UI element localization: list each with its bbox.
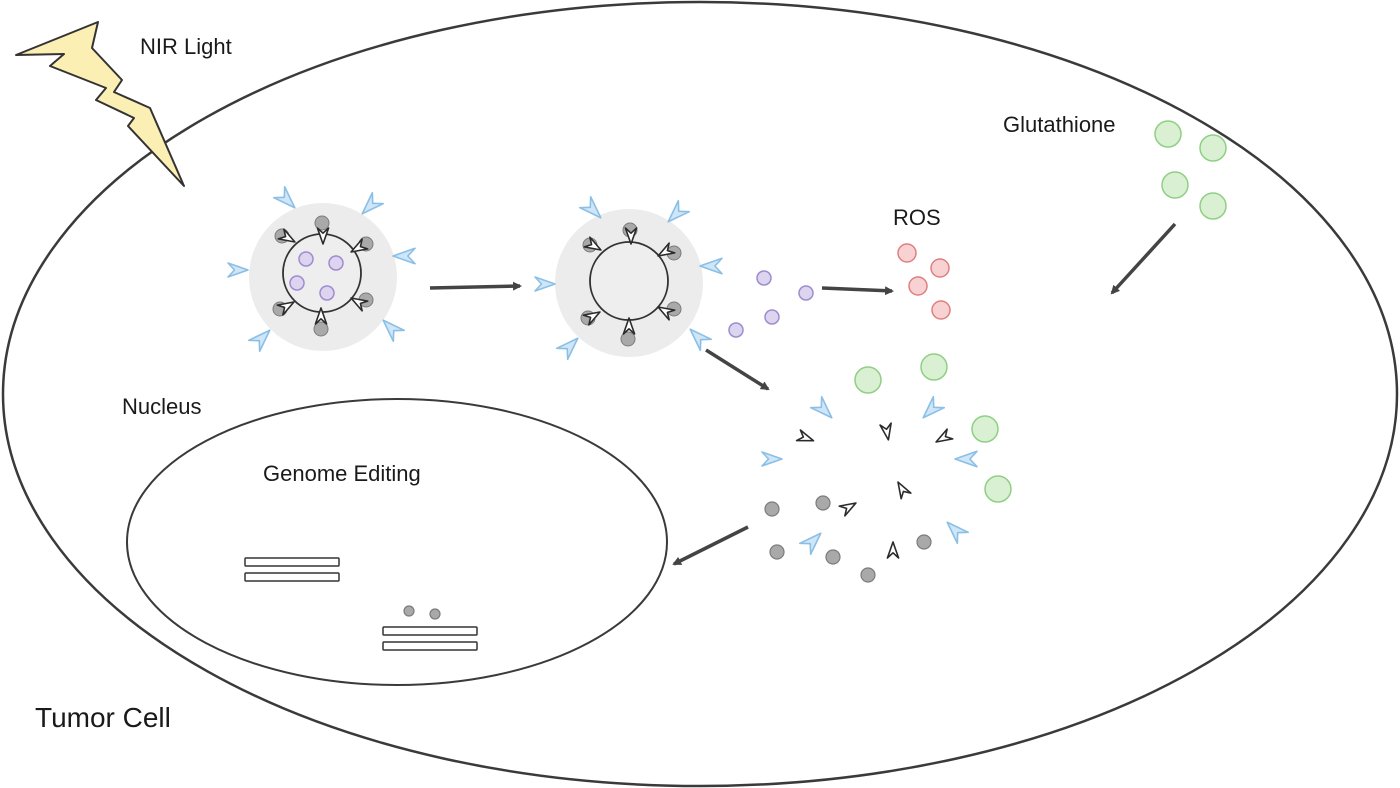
nanoparticle-core bbox=[282, 233, 362, 313]
ligand-chevron-dark bbox=[350, 238, 369, 253]
ligand-chevron-blue bbox=[534, 276, 556, 292]
ligand-chevron-dark bbox=[277, 228, 296, 243]
ligand-chevron-dark bbox=[582, 311, 601, 326]
process-arrows bbox=[429, 222, 1177, 566]
arrow-disassembly bbox=[705, 348, 770, 391]
genome-editing-label: Genome Editing bbox=[263, 461, 421, 486]
ligand-chevron-dark bbox=[316, 227, 330, 245]
ligand-chevron-blue bbox=[272, 185, 296, 209]
nucleus-label: Nucleus bbox=[122, 394, 202, 419]
ligand-chevron-blue bbox=[382, 319, 406, 343]
ligand-chevron-blue bbox=[922, 395, 946, 419]
ligand-chevron-blue bbox=[798, 532, 822, 556]
ligand-chevron-dark bbox=[795, 429, 815, 442]
dna-strand-icon bbox=[244, 557, 340, 582]
ligand-chevron-blue bbox=[555, 337, 579, 361]
ligand-chevron-dark bbox=[583, 236, 602, 251]
ligand-chevron-dark bbox=[622, 317, 636, 335]
nucleus-membrane bbox=[126, 398, 668, 686]
nanoparticle-loaded bbox=[249, 203, 397, 351]
ligand-chevron-dark bbox=[350, 297, 369, 312]
nanoparticle-core bbox=[589, 241, 669, 321]
ligand-chevron-blue bbox=[247, 329, 271, 353]
ligand-chevron-blue bbox=[392, 247, 416, 265]
tumor-cell-label: Tumor Cell bbox=[35, 702, 171, 733]
ligand-chevron-blue bbox=[699, 257, 723, 275]
arrow-to-ros bbox=[821, 286, 894, 296]
ligand-chevron-dark bbox=[838, 502, 857, 517]
ligand-chevron-dark bbox=[657, 306, 676, 321]
arrow-nir-activation bbox=[429, 281, 522, 291]
ligand-chevron-blue bbox=[809, 395, 833, 419]
lightning-bolt-icon bbox=[15, 21, 185, 187]
ros-label: ROS bbox=[893, 205, 941, 230]
released-cargo-molecules bbox=[728, 270, 814, 338]
glutathione-label: Glutathione bbox=[1003, 112, 1116, 137]
ligand-chevron-dark bbox=[879, 422, 892, 441]
ligand-chevron-dark bbox=[314, 307, 328, 325]
ligand-chevron-dark bbox=[624, 227, 638, 245]
ligand-chevron-blue bbox=[689, 328, 713, 352]
arrow-glutathione bbox=[1110, 222, 1177, 295]
ligand-chevron-blue bbox=[954, 450, 978, 468]
ligand-chevron-dark bbox=[935, 428, 954, 443]
nir-light-label: NIR Light bbox=[140, 34, 232, 59]
ligand-chevrons bbox=[227, 185, 978, 559]
ligand-chevron-dark bbox=[897, 481, 912, 500]
glutathione-molecules bbox=[1154, 120, 1227, 220]
ligand-chevron-dark bbox=[886, 541, 900, 559]
glutathione-bound-molecules bbox=[854, 353, 1012, 503]
editing-molecule-dots bbox=[403, 605, 441, 620]
ligand-chevron-blue bbox=[227, 262, 249, 278]
ligand-chevron-blue bbox=[761, 451, 783, 467]
dna-strand-edited-icon bbox=[382, 626, 478, 651]
nanoparticle-cargo bbox=[289, 251, 344, 301]
ligand-chevron-dark bbox=[276, 301, 295, 316]
ligand-chevron-dark bbox=[657, 242, 676, 257]
ligand-chevron-blue bbox=[361, 191, 385, 215]
ligand-chevron-blue bbox=[667, 199, 691, 223]
arrow-to-nucleus bbox=[672, 525, 749, 566]
ros-molecules bbox=[897, 243, 951, 320]
released-gray-molecules bbox=[764, 495, 932, 583]
ligand-chevron-blue bbox=[946, 521, 970, 545]
ligand-chevron-blue bbox=[578, 195, 602, 219]
